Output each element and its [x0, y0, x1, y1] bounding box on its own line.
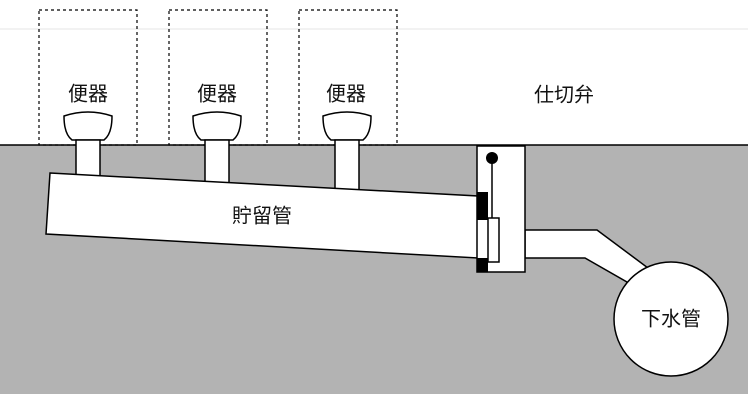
valve-seal-upper — [477, 192, 488, 220]
toilet-bowl-1 — [63, 111, 113, 141]
storage-pipe-label: 貯留管 — [232, 204, 292, 228]
valve-seal-lower — [477, 258, 488, 272]
drop-pipe-1 — [75, 139, 101, 179]
gate-valve-label: 仕切弁 — [534, 83, 594, 107]
toilet-bowl-2 — [192, 111, 242, 141]
toilet-bowl-3 — [322, 111, 372, 141]
valve-handle-icon — [486, 152, 498, 164]
drop-pipe-2 — [204, 139, 230, 185]
drop-pipe-3 — [334, 139, 360, 191]
sewer-pipe-label: 下水管 — [641, 307, 701, 331]
valve-gate — [487, 217, 500, 263]
toilet-label-3: 便器 — [326, 82, 366, 106]
toilet-label-1: 便器 — [68, 82, 108, 106]
toilet-label-2: 便器 — [197, 82, 237, 106]
sewer-pipe — [613, 261, 729, 377]
